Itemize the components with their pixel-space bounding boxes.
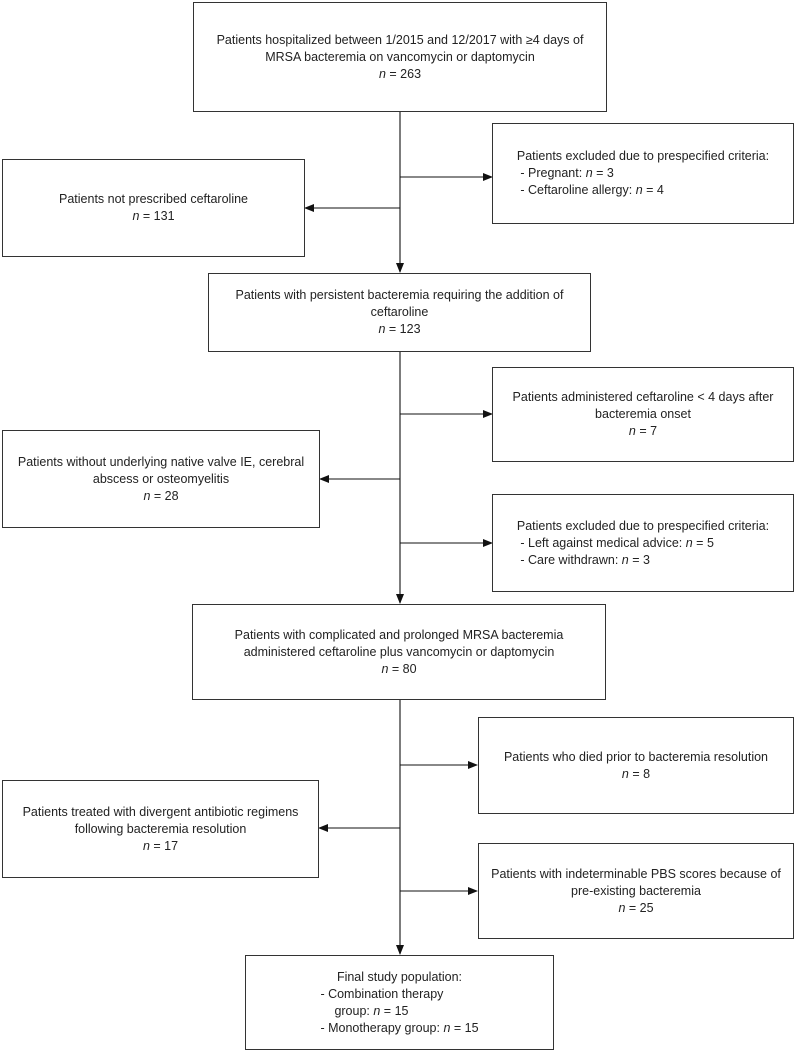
box-complicated-prolonged: Patients with complicated and prolonged …: [192, 604, 606, 700]
box-text: pre-existing bacteremia: [571, 883, 701, 898]
box-title: Final study population:: [336, 969, 463, 984]
box-text: Patients administered ceftaroline < 4 da…: [512, 390, 774, 404]
box-count: n = 17: [142, 838, 179, 853]
box-without-native-valve-ie: Patients without underlying native valve…: [2, 430, 320, 528]
box-text: ceftaroline: [370, 305, 429, 319]
box-final-study-population: Final study population: - Combination th…: [245, 955, 554, 1050]
box-text: administered ceftaroline plus vancomycin…: [243, 644, 555, 659]
box-not-prescribed: Patients not prescribed ceftaroline n = …: [2, 159, 305, 257]
final-item: - Combination therapy: [320, 986, 444, 1001]
box-text: Patients with complicated and prolonged …: [234, 627, 564, 642]
final-item: group: n = 15: [334, 1003, 409, 1018]
box-text: bacteremia onset: [595, 407, 691, 421]
box-count: n = 8: [621, 766, 651, 781]
box-divergent-regimens: Patients treated with divergent antibiot…: [2, 780, 319, 878]
box-text: Patients with persistent bacteremia requ…: [235, 288, 564, 302]
box-count: n = 25: [618, 900, 654, 915]
box-text: abscess or osteomyelitis: [92, 471, 230, 486]
final-item: - Monotherapy group: n = 15: [320, 1020, 479, 1035]
box-text: Patients treated with divergent antibiot…: [22, 804, 299, 819]
exclusion-item: - Ceftaroline allergy: n = 4: [520, 183, 664, 197]
exclusion-item: - Pregnant: n = 3: [520, 166, 614, 180]
box-excluded-criteria-1: Patients excluded due to prespecified cr…: [492, 123, 794, 224]
box-count: n = 28: [143, 488, 179, 503]
box-persistent-bacteremia: Patients with persistent bacteremia requ…: [208, 273, 591, 352]
box-text: Patients without underlying native valve…: [17, 454, 305, 469]
box-text: following bacteremia resolution: [74, 821, 247, 836]
box-excluded-criteria-2: Patients excluded due to prespecified cr…: [492, 494, 794, 592]
box-count: n = 263: [378, 66, 422, 81]
box-died-prior-resolution: Patients who died prior to bacteremia re…: [478, 717, 794, 814]
exclusion-item: - Care withdrawn: n = 3: [520, 552, 650, 567]
box-count: n = 131: [132, 209, 175, 223]
box-text: Patients hospitalized between 1/2015 and…: [216, 32, 584, 47]
box-text: Patients not prescribed ceftaroline: [59, 192, 248, 206]
box-initial-population: Patients hospitalized between 1/2015 and…: [193, 2, 607, 112]
box-count: n = 123: [378, 322, 421, 336]
box-text: MRSA bacteremia on vancomycin or daptomy…: [265, 49, 535, 64]
exclusion-item: - Left against medical advice: n = 5: [520, 535, 714, 550]
box-indeterminable-pbs: Patients with indeterminable PBS scores …: [478, 843, 794, 939]
box-text: Patients with indeterminable PBS scores …: [491, 866, 781, 881]
box-ceftaroline-lt-4-days: Patients administered ceftaroline < 4 da…: [492, 367, 794, 462]
box-count: n = 80: [381, 661, 417, 676]
box-text: Patients who died prior to bacteremia re…: [503, 749, 769, 764]
box-title: Patients excluded due to prespecified cr…: [516, 149, 770, 163]
box-title: Patients excluded due to prespecified cr…: [516, 518, 770, 533]
box-count: n = 7: [628, 424, 658, 438]
